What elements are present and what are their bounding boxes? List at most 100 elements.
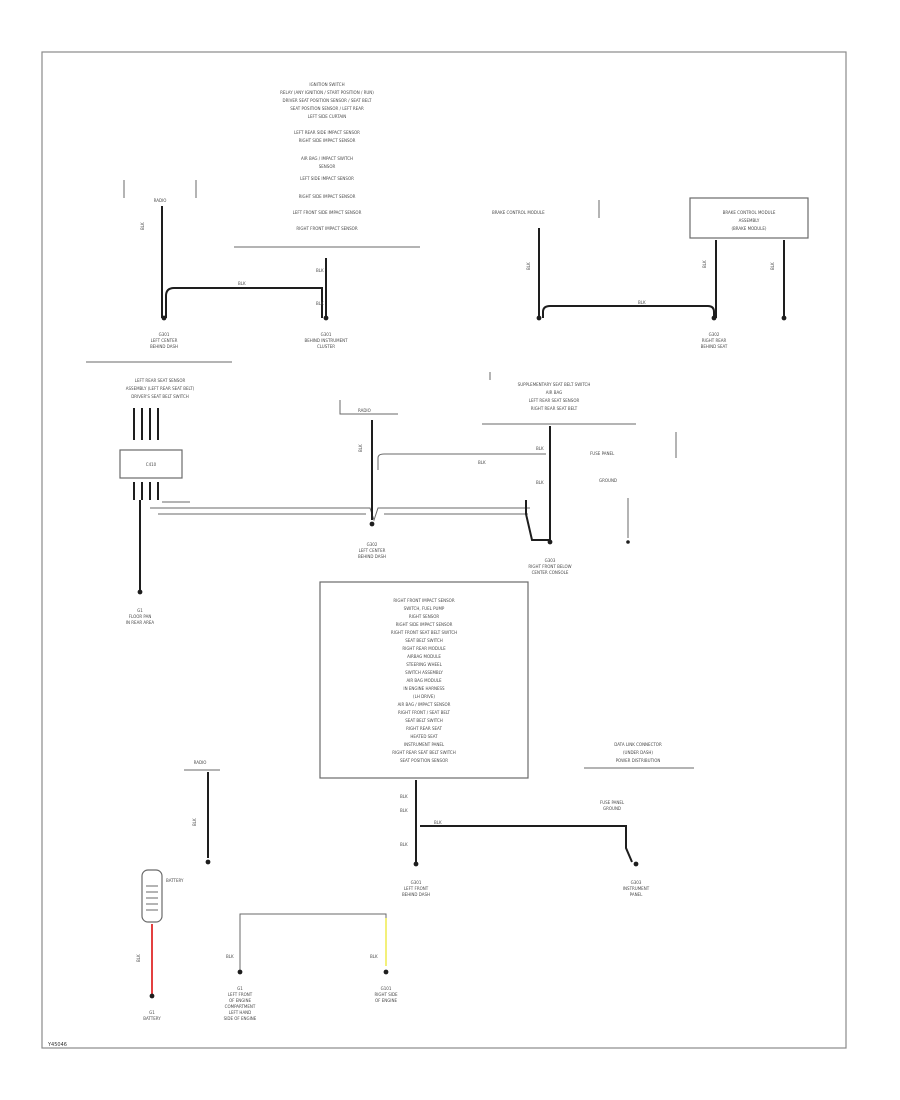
svg-text:LEFT FRONT SIDE IMPACT SENSOR: LEFT FRONT SIDE IMPACT SENSOR [293, 210, 362, 215]
svg-text:SWITCH, FUEL PUMP: SWITCH, FUEL PUMP [404, 606, 445, 611]
svg-text:G1: G1 [149, 1010, 155, 1015]
svg-text:LEFT REAR SEAT SENSOR: LEFT REAR SEAT SENSOR [529, 398, 580, 403]
svg-text:G301: G301 [411, 880, 422, 885]
svg-text:RIGHT REAR SEAT BELT SWITCH: RIGHT REAR SEAT BELT SWITCH [392, 750, 455, 755]
connector-c410 [119, 449, 183, 479]
svg-text:IN REAR AREA: IN REAR AREA [126, 620, 155, 625]
svg-text:OF ENGINE: OF ENGINE [229, 998, 252, 1003]
svg-text:BLK: BLK [370, 954, 378, 959]
svg-text:SEAT BELT SWITCH: SEAT BELT SWITCH [405, 638, 443, 643]
top-right-circuit: BRAKE CONTROL MODULE BRAKE CONTROL MODUL… [492, 197, 809, 349]
svg-text:SWITCH ASSEMBLY: SWITCH ASSEMBLY [405, 670, 443, 675]
svg-text:BLK: BLK [770, 262, 775, 270]
battery-icon [141, 869, 163, 923]
svg-text:G303: G303 [631, 880, 642, 885]
svg-text:GROUND: GROUND [599, 478, 617, 483]
svg-text:BLK: BLK [434, 820, 442, 825]
svg-text:LEFT SIDE CURTAIN: LEFT SIDE CURTAIN [308, 114, 347, 119]
svg-text:OF ENGINE: OF ENGINE [375, 998, 398, 1003]
svg-text:FUSE PANEL: FUSE PANEL [600, 800, 625, 805]
svg-text:BEHIND DASH: BEHIND DASH [150, 344, 178, 349]
svg-text:IGNITION SWITCH: IGNITION SWITCH [309, 82, 344, 87]
svg-text:CENTER CONSOLE: CENTER CONSOLE [532, 570, 569, 575]
svg-text:SEAT BELT SWITCH: SEAT BELT SWITCH [405, 718, 443, 723]
svg-text:BLK: BLK [526, 262, 531, 270]
svg-text:BLK: BLK [226, 954, 234, 959]
mid-center-circuit: RADIO BLK G302 LEFT CENTER BEHIND DASH B… [339, 400, 546, 559]
svg-text:RIGHT FRONT BELOW: RIGHT FRONT BELOW [528, 564, 571, 569]
svg-text:G1: G1 [237, 986, 243, 991]
svg-text:BEHIND INSTRUMENT: BEHIND INSTRUMENT [304, 338, 348, 343]
top-left-circuit: RADIO BLK BLK G301 LEFT CENTER BEHIND DA… [123, 180, 348, 349]
svg-text:BRAKE CONTROL MODULE: BRAKE CONTROL MODULE [492, 210, 545, 215]
svg-text:RIGHT REAR SEAT: RIGHT REAR SEAT [406, 726, 442, 731]
svg-text:LEFT FRONT: LEFT FRONT [404, 886, 429, 891]
center-component-box: RIGHT FRONT IMPACT SENSOR SWITCH, FUEL P… [319, 581, 633, 897]
center-box-text: RIGHT FRONT IMPACT SENSOR SWITCH, FUEL P… [391, 598, 457, 763]
svg-text:LEFT CENTER: LEFT CENTER [151, 338, 178, 343]
svg-text:STEERING WHEEL: STEERING WHEEL [406, 662, 442, 667]
svg-text:RIGHT SENSOR: RIGHT SENSOR [409, 614, 440, 619]
svg-text:BLK: BLK [140, 222, 145, 230]
svg-text:PANEL: PANEL [630, 892, 643, 897]
svg-text:LEFT SIDE IMPACT SENSOR: LEFT SIDE IMPACT SENSOR [300, 176, 354, 181]
svg-text:LEFT FRONT: LEFT FRONT [228, 992, 253, 997]
svg-text:BLK: BLK [136, 954, 141, 962]
diagram-frame [41, 51, 847, 1049]
svg-text:G101: G101 [381, 986, 392, 991]
svg-text:C410: C410 [146, 462, 157, 467]
svg-text:BLK: BLK [400, 808, 408, 813]
svg-text:BLK: BLK [536, 446, 544, 451]
svg-text:LEFT REAR SEAT SENSOR: LEFT REAR SEAT SENSOR [135, 378, 186, 383]
svg-text:AIR BAG: AIR BAG [546, 390, 562, 395]
svg-text:IN ENGINE HARNESS: IN ENGINE HARNESS [403, 686, 445, 691]
svg-text:BLK: BLK [478, 460, 486, 465]
svg-text:BATTERY: BATTERY [166, 878, 184, 883]
svg-text:RADIO: RADIO [358, 408, 371, 413]
svg-text:G301: G301 [321, 332, 332, 337]
svg-text:AIR BAG / IMPACT SWITCH: AIR BAG / IMPACT SWITCH [301, 156, 353, 161]
svg-text:FLOOR PAN: FLOOR PAN [129, 614, 152, 619]
svg-text:RIGHT FRONT IMPACT SENSOR: RIGHT FRONT IMPACT SENSOR [393, 598, 454, 603]
svg-text:DRIVER SEAT POSITION SENSOR /: DRIVER SEAT POSITION SENSOR / SEAT BELT [283, 98, 372, 103]
svg-text:SENSOR: SENSOR [319, 164, 336, 169]
svg-text:BEHIND DASH: BEHIND DASH [402, 892, 430, 897]
right-dlc-circuit: DATA LINK CONNECTOR (UNDER DASH) POWER D… [584, 742, 694, 897]
svg-text:COMPARTMENT: COMPARTMENT [225, 1004, 256, 1009]
svg-text:ASSEMBLY: ASSEMBLY [739, 218, 760, 223]
svg-text:BLK: BLK [400, 794, 408, 799]
page-label: Y45046 [47, 1042, 67, 1048]
svg-text:SEAT POSITION SENSOR / LEFT RE: SEAT POSITION SENSOR / LEFT REAR [290, 106, 364, 111]
svg-text:INSTRUMENT PANEL: INSTRUMENT PANEL [404, 742, 445, 747]
svg-text:POWER DISTRIBUTION: POWER DISTRIBUTION [616, 758, 661, 763]
svg-text:BLK: BLK [536, 480, 544, 485]
svg-text:LEFT CENTER: LEFT CENTER [359, 548, 386, 553]
svg-text:SIDE OF ENGINE: SIDE OF ENGINE [224, 1016, 257, 1021]
bottom-left-circuit: RADIO BLK BATTERY BLK G1 BATTERY BLK BLK… [136, 760, 398, 1021]
svg-text:GROUND: GROUND [603, 806, 621, 811]
svg-text:RIGHT REAR: RIGHT REAR [702, 338, 727, 343]
svg-text:INSTRUMENT: INSTRUMENT [623, 886, 650, 891]
svg-text:SUPPLEMENTARY SEAT BELT SWITCH: SUPPLEMENTARY SEAT BELT SWITCH [518, 382, 591, 387]
svg-text:HEATED SEAT: HEATED SEAT [410, 734, 438, 739]
mid-left-circuit: LEFT REAR SEAT SENSOR ASSEMBLY (LEFT REA… [86, 361, 530, 625]
svg-text:LEFT HAND: LEFT HAND [229, 1010, 252, 1015]
svg-text:RIGHT FRONT / SEAT BELT: RIGHT FRONT / SEAT BELT [398, 710, 450, 715]
svg-text:BLK: BLK [192, 818, 197, 826]
svg-text:RELAY (ANY IGNITION / START PO: RELAY (ANY IGNITION / START POSITION / R… [280, 90, 374, 95]
svg-text:AIR BAG MODULE: AIR BAG MODULE [406, 678, 442, 683]
svg-text:G302: G302 [709, 332, 720, 337]
svg-text:G301: G301 [159, 332, 170, 337]
svg-text:RIGHT SIDE IMPACT SENSOR: RIGHT SIDE IMPACT SENSOR [299, 138, 356, 143]
svg-text:RIGHT REAR SEAT BELT: RIGHT REAR SEAT BELT [531, 406, 578, 411]
svg-text:RIGHT REAR MODULE: RIGHT REAR MODULE [402, 646, 446, 651]
svg-text:FUSE PANEL: FUSE PANEL [590, 451, 615, 456]
svg-text:RADIO: RADIO [194, 760, 207, 765]
top-left-component-label: RADIO [154, 198, 167, 203]
svg-text:(BRAKE MODULE): (BRAKE MODULE) [731, 226, 766, 231]
svg-text:RIGHT SIDE IMPACT SENSOR: RIGHT SIDE IMPACT SENSOR [299, 194, 356, 199]
svg-text:ASSEMBLY (LEFT REAR SEAT BELT): ASSEMBLY (LEFT REAR SEAT BELT) [126, 386, 195, 391]
svg-text:SEAT POSITION SENSOR: SEAT POSITION SENSOR [400, 758, 448, 763]
svg-text:BLK: BLK [316, 301, 324, 306]
